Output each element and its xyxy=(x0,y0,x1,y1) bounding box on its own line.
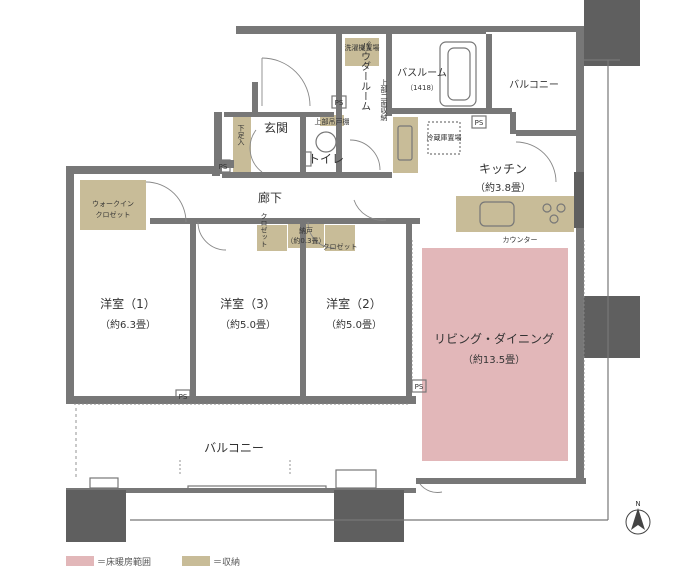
legend-storage-swatch xyxy=(182,556,210,566)
washer-area xyxy=(345,38,379,66)
walk-in-closet-sublabel: クロゼット xyxy=(96,210,131,219)
western1-area: （約6.3畳） xyxy=(100,318,156,331)
nando-area: （約0.3畳） xyxy=(286,236,325,245)
walk-in-closet-area xyxy=(80,180,146,230)
western1-label: 洋室（1） xyxy=(100,296,156,311)
upper-storage-label: 上部二面収納 xyxy=(380,78,388,122)
upper-cabinet-label: 上部吊戸棚 xyxy=(315,117,350,126)
walls xyxy=(66,26,586,493)
compass-north-label: N xyxy=(635,500,640,508)
western2-label: 洋室（2） xyxy=(326,296,382,311)
closet3-label: クロゼット xyxy=(260,213,268,248)
closet2-label: クロゼット xyxy=(323,242,358,251)
closet2-area xyxy=(325,225,355,251)
kitchen-column xyxy=(574,172,584,228)
balcony-top-label: バルコニー xyxy=(509,79,559,91)
column-mid-right xyxy=(584,296,640,358)
kitchen-counter xyxy=(456,196,574,232)
fridge-label: 冷蔵庫置場 xyxy=(427,133,462,142)
column-bottom-mid xyxy=(334,490,404,542)
walk-in-closet-label: ウォークイン xyxy=(92,200,134,208)
ps-label: PS xyxy=(219,163,228,171)
nando-label: 納戸 xyxy=(299,226,313,235)
legend-storage-label: ＝収納 xyxy=(213,556,240,568)
washer-label: 洗濯機置場 xyxy=(345,43,380,52)
ps-label: PS xyxy=(335,99,344,107)
bath-size: （1418） xyxy=(406,84,438,92)
powder-room-label: パウダールーム xyxy=(359,41,371,111)
ps-label: PS xyxy=(179,393,188,401)
western3-label: 洋室（3） xyxy=(220,296,276,311)
counter-label: カウンター xyxy=(503,235,538,244)
shoe-storage-area xyxy=(233,117,251,173)
western2-area: （約5.0畳） xyxy=(326,318,382,331)
legend-floor-heating-swatch xyxy=(66,556,94,566)
bath-label: バスルーム xyxy=(397,67,447,79)
western3-area: （約5.0畳） xyxy=(220,318,276,331)
living-label: リビング・ダイニング xyxy=(434,331,554,346)
door-swings xyxy=(145,57,557,493)
kitchen-label: キッチン xyxy=(479,162,527,176)
fixtures xyxy=(302,41,566,227)
kitchen-area: （約3.8畳） xyxy=(475,181,531,194)
toilet-cabinet-area xyxy=(320,115,344,126)
ps-label: PS xyxy=(475,119,484,127)
entrance-label: 玄関 xyxy=(264,120,288,135)
compass: N xyxy=(625,500,651,535)
balcony-bottom-label: バルコニー xyxy=(204,441,264,455)
legend: ＝床暖房範囲 ＝収納 xyxy=(66,556,240,568)
ps-label: PS xyxy=(415,383,424,391)
column-bottom-left xyxy=(66,490,126,542)
ps-boxes xyxy=(175,95,487,403)
legend-floor-heating-label: ＝床暖房範囲 xyxy=(97,556,151,568)
shoe-storage-label: 下足入 xyxy=(237,125,245,146)
toilet-label: トイレ xyxy=(308,152,344,166)
closet3-area xyxy=(257,225,287,251)
column-top-right xyxy=(584,0,640,66)
floor-heating-area xyxy=(422,248,568,461)
corridor-label: 廊下 xyxy=(258,190,282,205)
living-area: （約13.5畳） xyxy=(463,353,525,366)
